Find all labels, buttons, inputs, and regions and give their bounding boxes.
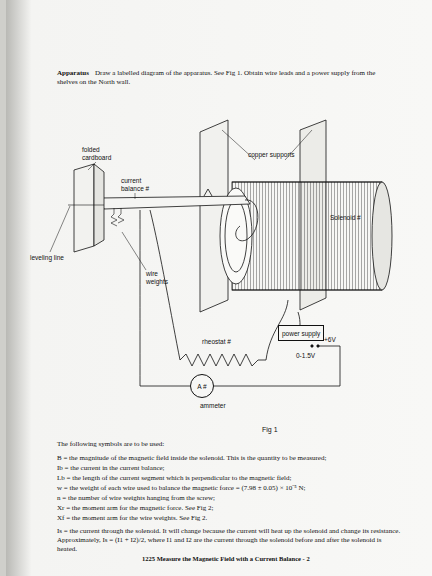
symbol-definition: n = the number of wire weights hanging f… xyxy=(57,494,407,503)
ammeter-circle: A # xyxy=(190,374,214,398)
terminal-label: +6V xyxy=(324,336,336,344)
folded-cardboard xyxy=(74,164,94,252)
pivot xyxy=(204,189,212,196)
part-label: Solenoid # xyxy=(330,214,361,222)
current-loop xyxy=(236,200,258,241)
rheostat-symbol xyxy=(180,354,266,366)
circuit-wire xyxy=(298,312,300,325)
part-label: rheostat # xyxy=(202,338,231,346)
symbol-definition: Lb = the length of the current segment w… xyxy=(57,474,407,483)
symbol-definition: w = the weight of each wire used to bala… xyxy=(57,484,407,493)
circuit-wire xyxy=(214,346,340,386)
symbol-definition: Is = the current through the solenoid. I… xyxy=(57,527,402,553)
part-label: folded cardboard xyxy=(82,146,122,162)
solenoid-end xyxy=(372,182,392,290)
balance-lead xyxy=(140,210,190,386)
part-label: leveling line xyxy=(30,254,64,262)
symbol-definition: B = the magnitude of the magnetic field … xyxy=(57,454,407,463)
leveling-line xyxy=(68,205,104,206)
node-text: A # xyxy=(197,383,206,390)
heading: Apparatus xyxy=(57,69,89,78)
terminal-label: 0-1.5V xyxy=(296,352,315,360)
part-label: current balance # xyxy=(121,177,163,193)
symbol-definition: Xf = the moment arm for the wire weights… xyxy=(57,514,407,523)
symbol-definition: Ib = the current in the current balance; xyxy=(57,464,407,473)
current-balance-arm xyxy=(100,196,250,209)
node-text: power supply xyxy=(282,330,320,337)
body-text: The following symbols are to be used: xyxy=(57,440,397,449)
symbol-definition: Xr = the moment arm for the magnetic for… xyxy=(57,504,407,513)
part-label: ammeter xyxy=(200,402,226,410)
wire-weights xyxy=(111,208,124,226)
page-footer: 1225 Measure the Magnetic Field with a C… xyxy=(142,555,402,563)
paper-sheet xyxy=(6,0,432,576)
intro-text: Draw a labelled diagram of the apparatus… xyxy=(57,69,387,87)
solenoid-body xyxy=(232,182,382,290)
figure-caption: Fig 1 xyxy=(262,426,278,435)
power-supply-box: power supply xyxy=(278,325,324,341)
part-label: copper supports xyxy=(248,151,308,159)
part-label: wire weights xyxy=(146,270,180,286)
